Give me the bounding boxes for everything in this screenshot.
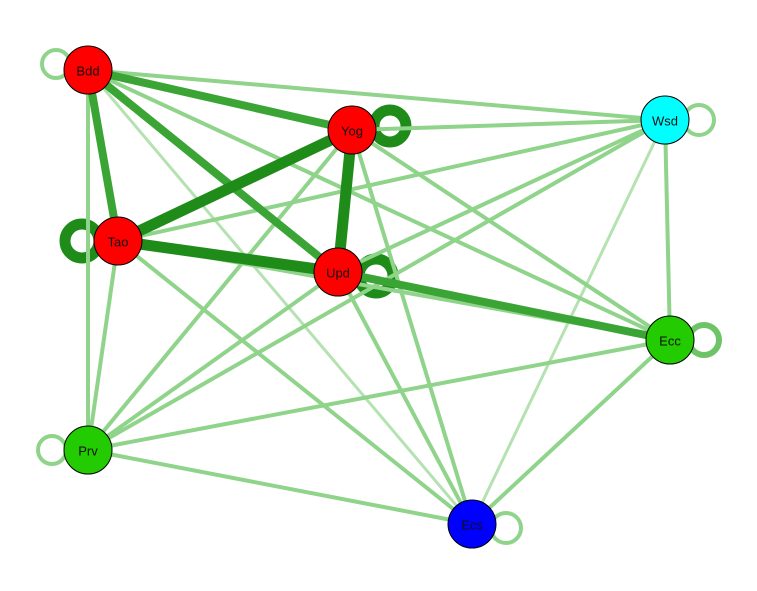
node-ecs[interactable]: Ecs <box>447 499 497 549</box>
edge-wsd-ecc <box>663 119 672 341</box>
node-circle <box>645 315 695 365</box>
edge-bdd-ecs <box>86 69 474 525</box>
edge-tao-wsd <box>117 118 666 243</box>
node-circle <box>63 45 113 95</box>
edge-yog-tao <box>115 125 355 246</box>
node-circle <box>447 499 497 549</box>
node-prv[interactable]: Prv <box>63 425 113 475</box>
edge-wsd-prv <box>87 118 666 452</box>
edge-prv-ecs <box>87 448 473 526</box>
edge-bdd-upd <box>85 66 341 276</box>
self-loop-yog <box>368 104 412 148</box>
node-upd[interactable]: Upd <box>313 247 363 297</box>
self-loop-prv <box>36 434 68 466</box>
edges-layer <box>84 66 672 526</box>
node-label: Ecc <box>659 334 681 349</box>
node-label: Prv <box>78 444 98 459</box>
edge-bdd-ecc <box>87 68 671 342</box>
edge-upd-prv <box>86 270 340 452</box>
edge-upd-ecc <box>337 268 671 344</box>
edge-yog-prv <box>86 128 354 452</box>
edge-bdd-tao <box>84 69 122 242</box>
edge-bdd-wsd <box>87 68 666 122</box>
edge-tao-prv <box>86 240 120 451</box>
node-label: Tao <box>108 235 129 250</box>
node-circle <box>640 95 690 145</box>
edge-tao-upd <box>117 235 339 278</box>
edge-yog-wsd <box>351 118 666 132</box>
node-label: Wsd <box>652 114 678 129</box>
node-yog[interactable]: Yog <box>327 105 377 155</box>
node-circle <box>327 105 377 155</box>
node-label: Yog <box>341 124 363 139</box>
node-circle <box>93 216 143 266</box>
node-circle <box>313 247 363 297</box>
node-tao[interactable]: Tao <box>93 216 143 266</box>
edge-yog-ecc <box>350 128 672 342</box>
node-label: Upd <box>326 266 350 281</box>
node-circle <box>63 425 113 475</box>
edge-ecc-ecs <box>470 338 672 526</box>
self-loops-layer <box>36 48 722 545</box>
edge-tao-ecs <box>116 239 474 526</box>
edge-ecc-prv <box>87 338 671 452</box>
edge-bdd-yog <box>87 66 353 134</box>
edge-upd-wsd <box>337 118 666 274</box>
node-label: Ecs <box>461 518 483 533</box>
edge-upd-ecs <box>336 271 474 525</box>
node-wsd[interactable]: Wsd <box>640 95 690 145</box>
node-bdd[interactable]: Bdd <box>63 45 113 95</box>
edge-yog-ecs <box>350 129 474 525</box>
node-ecc[interactable]: Ecc <box>645 315 695 365</box>
node-label: Bdd <box>76 64 99 79</box>
